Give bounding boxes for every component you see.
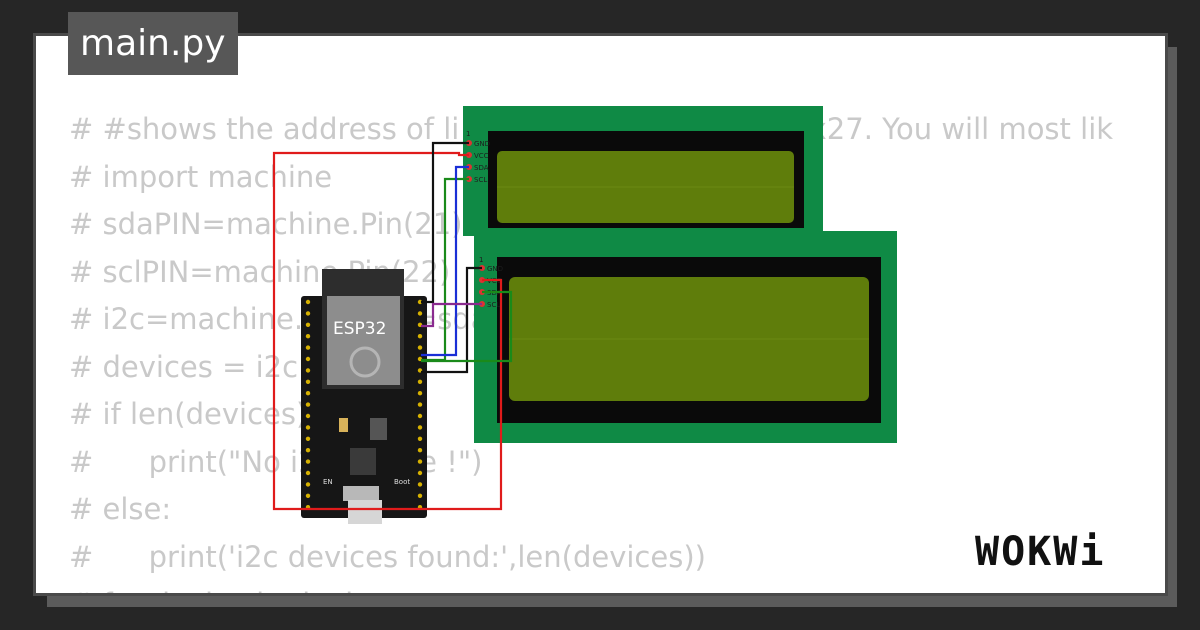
esp32-pin-left[interactable] [305,299,311,305]
file-tab[interactable]: main.py [68,12,238,75]
esp32-pin-left[interactable] [305,311,311,316]
esp32-pin-right[interactable] [417,448,423,453]
lcd-display-top[interactable] [463,106,823,236]
esp32-pin-right[interactable] [417,459,423,464]
esp32-pin-left[interactable] [305,482,311,487]
lcd-bottom-pin1-marker: 1 [479,256,483,264]
lcd-bottom-label-scl: SCL [487,301,500,309]
esp32-regulator [370,418,387,440]
esp32-pin-left[interactable] [305,470,311,476]
esp32-pin-right[interactable] [417,311,423,316]
esp32-pin-left[interactable] [305,459,311,464]
esp32-pin-left[interactable] [305,391,311,396]
esp32-pin-right[interactable] [417,425,423,430]
code-line: # for device in devices: [69,581,1113,593]
code-line: # import machine [69,159,333,194]
esp32-pin-right[interactable] [417,379,423,384]
esp32-led [339,418,348,432]
lcd-top-label-vcc: VCC [474,152,489,160]
lcd-top-label-sda: SDA [474,164,489,172]
code-line: # sdaPIN=machine.Pin(21) [69,207,463,241]
esp32-pin-right[interactable] [417,493,423,498]
wokwi-logo: WOKWi [975,529,1106,575]
esp32-pin-left[interactable] [305,402,311,407]
esp32-pin-rows [305,299,423,510]
esp32-pin-left[interactable] [305,379,311,384]
wire-sda-blue [421,165,469,357]
esp32-usb-port [343,486,379,501]
wiring [272,141,513,511]
code-line: # else: [69,492,172,526]
esp32-usb-connector [348,500,382,524]
esp32-shield [327,296,400,385]
lcd-bottom-label-gnd: GND [487,265,503,273]
esp32-pin-left[interactable] [305,345,311,350]
esp32-pin-left[interactable] [305,322,311,327]
lcd-top-pin1-marker: 1 [466,130,470,138]
esp32-pin-left[interactable] [305,334,311,339]
esp32-pin-right[interactable] [417,482,423,487]
lcd-top-pin-header: 1 GND VCC SDA SCL [466,130,490,184]
code-line: # print('i2c devices found:',len(devices… [69,539,706,574]
wire-sda-purple [421,302,482,328]
wire-gnd-black-top [421,141,469,304]
esp32-pin-right[interactable] [417,413,423,419]
wire-scl-green-bottom [421,290,513,363]
esp32-pin-left[interactable] [305,356,311,362]
esp32-pin-right[interactable] [417,334,423,339]
esp32-boot-label: Boot [394,478,410,486]
lcd-top-label-gnd: GND [474,140,490,148]
esp32-board[interactable]: ESP32 EN Boot [301,269,427,524]
wire-gnd-black-bottom [421,266,482,374]
code-line: # if len(devices) [69,397,308,431]
esp32-pin-left[interactable] [305,493,311,498]
esp32-pin-left[interactable] [305,368,311,373]
esp32-pin-right[interactable] [417,391,423,396]
esp32-en-label: EN [323,478,333,486]
esp32-pin-right[interactable] [417,345,423,350]
esp32-pin-right[interactable] [417,470,423,476]
esp32-pin-left[interactable] [305,413,311,419]
wire-vcc-red [272,151,503,511]
esp32-usb-chip [350,448,376,475]
esp32-pin-right[interactable] [417,402,423,407]
esp32-pin-left[interactable] [305,425,311,430]
esp32-pin-right[interactable] [417,436,423,441]
espressif-logo-icon [349,346,381,378]
esp32-pin-left[interactable] [305,448,311,453]
wire-scl-green-top [421,177,469,362]
esp32-label: ESP32 [333,319,386,339]
esp32-pin-left[interactable] [305,436,311,441]
lcd-display-bottom[interactable] [474,231,897,443]
lcd-top-label-scl: SCL [474,176,487,184]
